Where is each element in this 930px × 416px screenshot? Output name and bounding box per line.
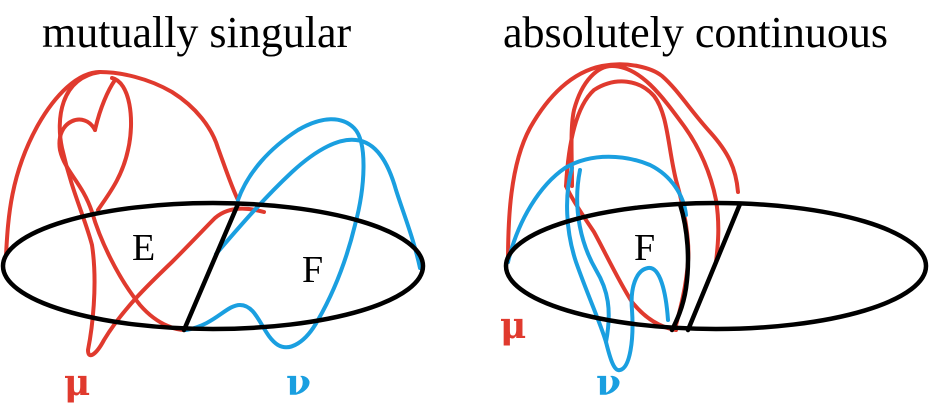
mu-label-right: μ <box>500 305 526 347</box>
mu-measure-arch-left <box>96 76 134 212</box>
base-ellipse-left <box>0 200 426 332</box>
mu-measure-inner-right <box>564 184 678 332</box>
panel-absolutely-continuous: absolutely continuous F μ ν <box>500 8 929 404</box>
base-ellipse-right <box>503 200 929 332</box>
nu-measure-curve-right <box>506 154 688 264</box>
set-f-label-right: F <box>634 227 655 269</box>
partition-line-right <box>685 201 743 333</box>
mu-measure-curve-left <box>4 70 240 332</box>
set-f-label-left: F <box>302 249 323 291</box>
mu-measure-loop-left <box>57 70 266 358</box>
partition-curve-right <box>669 201 691 333</box>
mu-label-left: μ <box>64 362 90 404</box>
mu-measure-loop-right <box>564 64 721 327</box>
nu-measure-loop-right <box>565 166 670 373</box>
panel-title-right: absolutely continuous <box>503 8 888 57</box>
panel-mutually-singular: mutually singular E F μ ν <box>0 8 426 404</box>
nu-label-left: ν <box>286 362 311 404</box>
panel-title-left: mutually singular <box>42 8 352 57</box>
nu-measure-fold-right <box>575 168 611 344</box>
nu-label-right: ν <box>596 362 621 404</box>
set-e-label: E <box>132 227 155 269</box>
nu-measure-loop-left <box>184 117 366 350</box>
partition-line-left <box>181 201 241 333</box>
mu-measure-curve-right <box>506 62 740 264</box>
